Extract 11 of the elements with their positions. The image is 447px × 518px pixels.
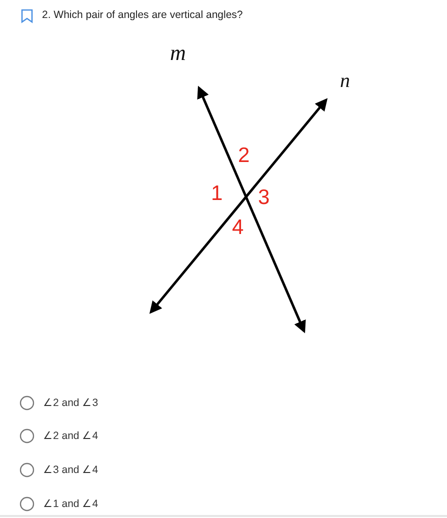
line-label: n bbox=[340, 70, 350, 93]
line-label: m bbox=[170, 40, 186, 66]
answer-option-text: ∠2 and ∠4 bbox=[43, 429, 98, 442]
answer-option-text: ∠3 and ∠4 bbox=[43, 463, 98, 476]
question-text: 2. Which pair of angles are vertical angles? bbox=[42, 9, 243, 21]
angle-number: 3 bbox=[258, 186, 270, 210]
angle-number: 2 bbox=[238, 144, 250, 168]
answer-option-text: ∠1 and ∠4 bbox=[43, 497, 98, 510]
angle-number: 4 bbox=[232, 216, 244, 240]
angle-number: 1 bbox=[211, 182, 223, 206]
answer-option-text: ∠2 and ∠3 bbox=[43, 396, 98, 409]
